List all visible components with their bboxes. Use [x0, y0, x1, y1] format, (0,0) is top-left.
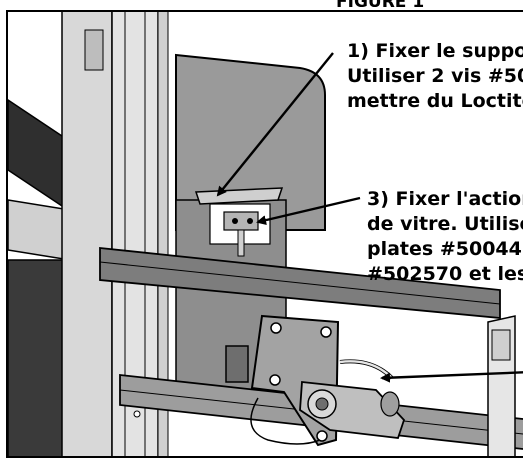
main-column-left [61, 12, 113, 456]
column-bracket [84, 29, 104, 71]
callout-step-1: 1) Fixer le support Utiliser 2 vis #500 … [347, 39, 523, 114]
glass-pane [175, 53, 326, 231]
diagonal-strut [8, 99, 69, 212]
callout-step-3: 3) Fixer l'action de vitre. Utiliser pla… [367, 187, 523, 287]
left-dark-column [8, 259, 64, 456]
callout-line: Utiliser 2 vis #500 [347, 65, 523, 87]
leader-arrow-1 [216, 52, 334, 197]
callout-line: mettre du Loctite [347, 90, 523, 112]
leader-arrow-motor [380, 371, 523, 383]
callout-line: 1) Fixer le support [347, 40, 523, 62]
callout-line: 3) Fixer l'action [367, 188, 523, 210]
left-beam [8, 199, 71, 261]
callout-line: de vitre. Utiliser [367, 213, 523, 235]
leader-arrow-3 [256, 196, 361, 226]
callout-line: plates #50044 [367, 238, 522, 260]
mechanical-illustration [8, 12, 523, 456]
illustration-frame: 1) Fixer le support Utiliser 2 vis #500 … [6, 10, 523, 458]
callout-line: #502570 et les [367, 263, 523, 285]
figure-title: FIGURE 1 [336, 0, 425, 12]
